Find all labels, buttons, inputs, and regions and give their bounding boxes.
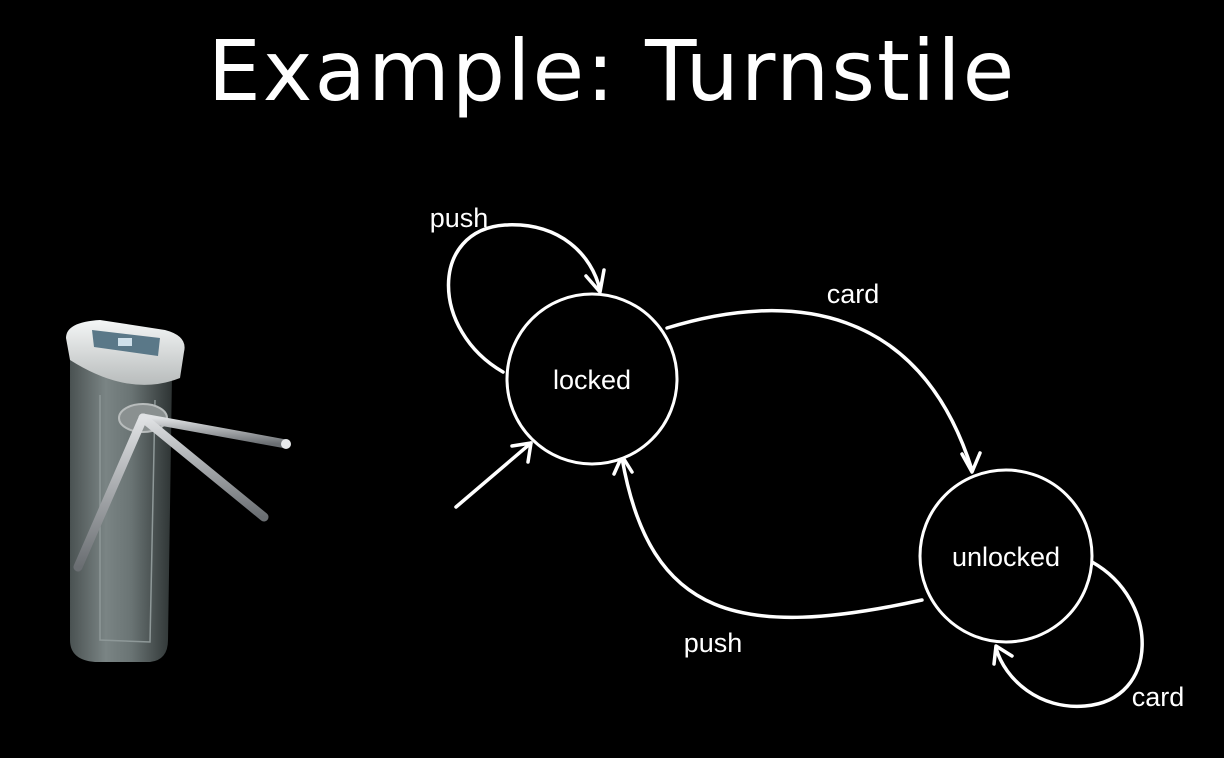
state-label-unlocked: unlocked [952,542,1060,572]
transition-label: push [430,203,489,233]
turnstile-arm [138,413,269,522]
slide-title: Example: Turnstile [207,22,1017,120]
state-label-locked: locked [553,365,631,395]
transition-self-loop-unlocked [994,560,1144,709]
turnstile-arm [138,413,291,449]
state-unlocked [918,468,1094,644]
transition-label: push [684,628,743,658]
transition-locked-to-unlocked [665,308,974,472]
state-locked [505,292,679,466]
transition-label: card [1132,682,1185,712]
transition-unlocked-to-locked [620,456,924,620]
transition-label: card [827,279,880,309]
arrowhead-icon [960,451,982,474]
turnstile-arm [73,413,148,572]
arrowhead-icon [584,268,606,294]
initial-state-arrow [454,441,533,509]
arrowhead-icon [992,644,1014,666]
transition-self-loop-locked [446,223,602,374]
arrowhead-icon [510,441,533,464]
